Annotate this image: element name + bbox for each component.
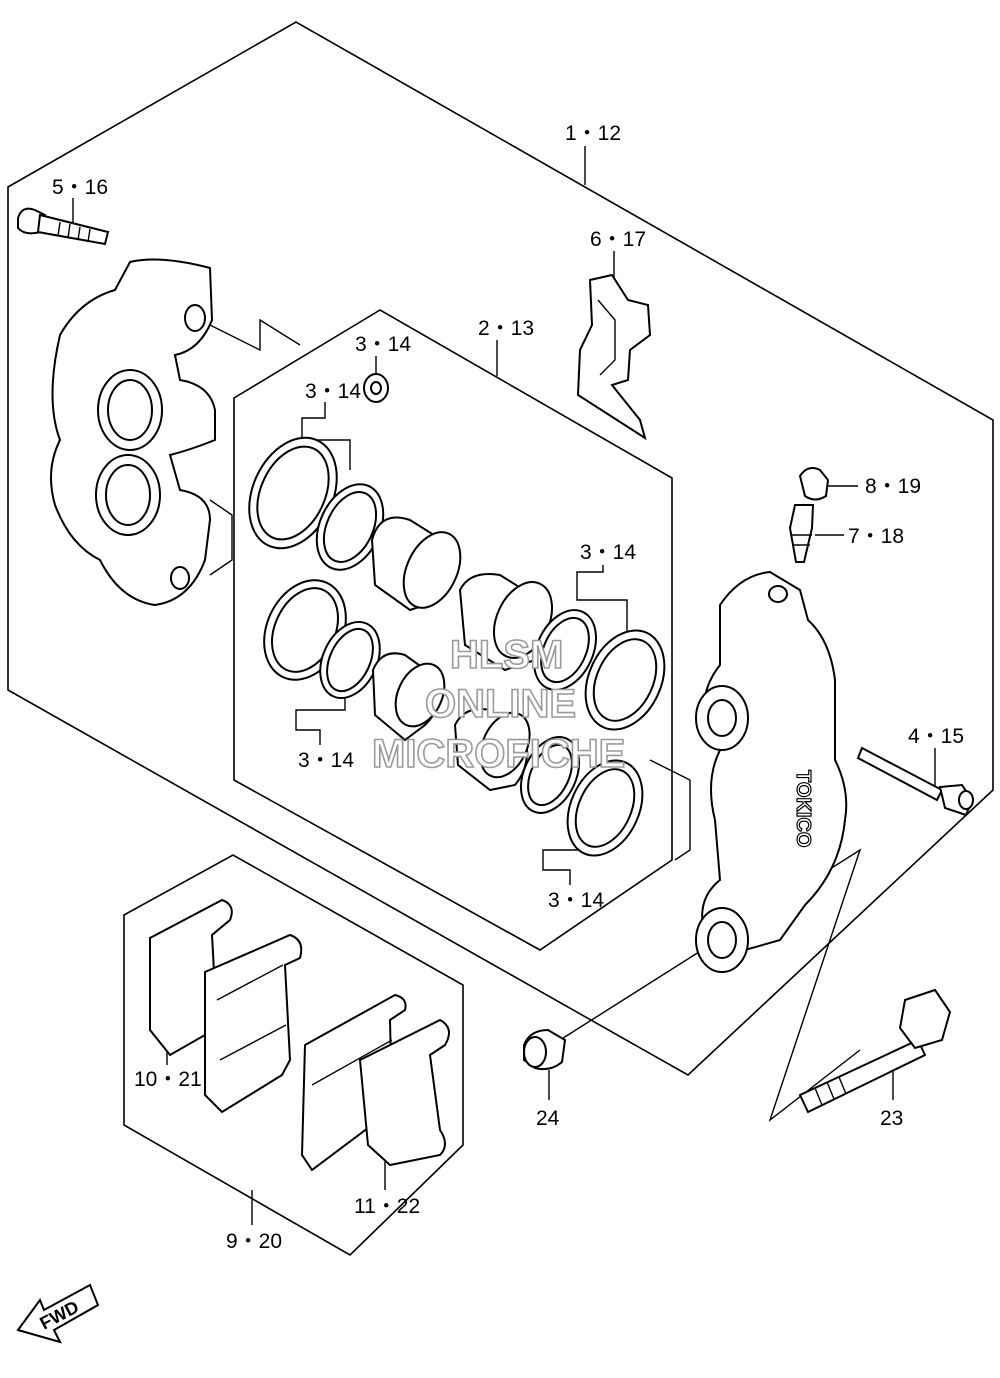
bleeder-valve: [788, 504, 815, 563]
fwd-arrow: FWD: [16, 1283, 100, 1344]
label-3-14-upper-left: 3・14: [305, 380, 361, 403]
part-labels: 1・12 5・16 6・17 2・13 3・14 3・14 3・14 8・19 …: [52, 122, 964, 1253]
watermark-line3: MICROFICHE: [372, 732, 625, 776]
label-6-17: 6・17: [590, 228, 646, 251]
label-7-18: 7・18: [848, 525, 904, 548]
label-8-19: 8・19: [865, 475, 921, 498]
pad-spring: [576, 273, 652, 441]
bleeder-cap: [798, 467, 830, 501]
mounting-bolt: [798, 988, 952, 1114]
label-4-15: 4・15: [908, 725, 964, 748]
label-9-20: 9・20: [226, 1230, 282, 1253]
watermark: HLSM ONLINE MICROFICHE: [371, 632, 626, 777]
brake-pad-inner: [149, 898, 303, 1114]
pad-pin: [856, 746, 974, 817]
label-3-14-lower-right: 3・14: [548, 889, 604, 912]
watermark-line1: HLSM: [450, 633, 563, 677]
label-24: 24: [536, 1107, 560, 1130]
caliper-brand-text: TOKICO: [792, 770, 814, 847]
watermark-line2: ONLINE: [425, 682, 576, 726]
label-23: 23: [880, 1107, 903, 1130]
caliper-outer-half: TOKICO: [695, 570, 848, 973]
pad-set-frame: [123, 854, 464, 1256]
label-3-14-washer: 3・14: [355, 333, 411, 356]
label-10-21: 10・21: [134, 1068, 202, 1091]
seals-and-pistons: [248, 436, 666, 857]
label-1-12: 1・12: [565, 122, 621, 145]
piston-set-frame: [233, 309, 673, 951]
collar: [523, 1028, 567, 1071]
label-5-16: 5・16: [52, 176, 108, 199]
label-3-14-upper-right: 3・14: [580, 541, 636, 564]
label-11-22: 11・22: [354, 1195, 420, 1218]
caliper-inner-half: [50, 258, 216, 607]
label-2-13: 2・13: [478, 317, 534, 340]
caliper-bolt-5: [17, 207, 110, 246]
label-3-14-lower-left: 3・14: [298, 749, 354, 772]
washer: [363, 373, 389, 403]
brake-pad-outer: [300, 993, 450, 1172]
caliper-assembly-frame: [7, 21, 994, 1076]
